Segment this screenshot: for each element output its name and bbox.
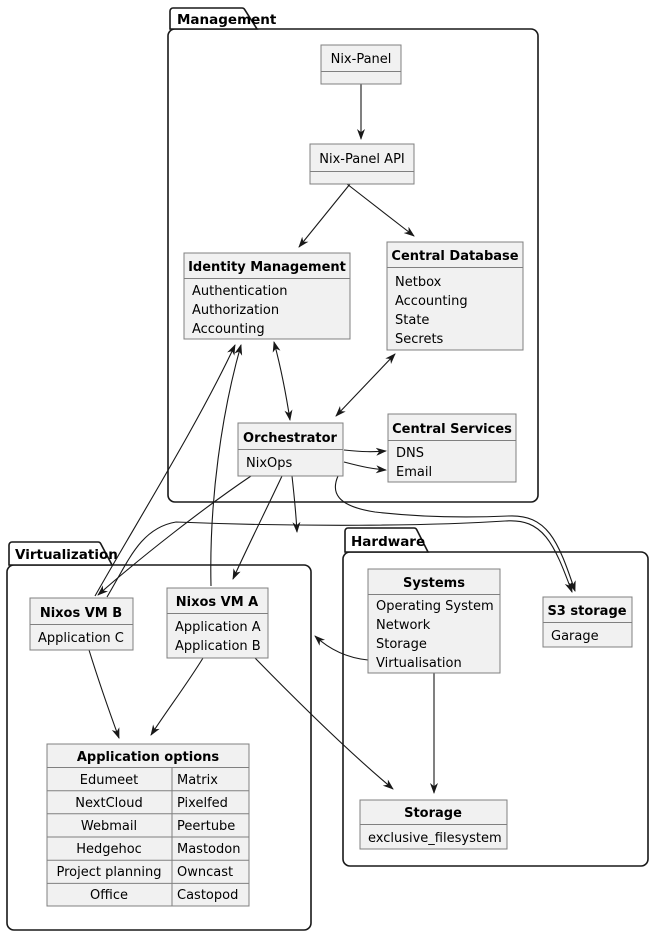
node-storage-title: Storage: [404, 806, 462, 821]
node-central-services-title: Central Services: [392, 422, 512, 437]
orchestrator-row: NixOps: [246, 456, 293, 471]
edge-nixos-vm-b-to-application-options: [88, 649, 120, 739]
central-services-row: Email: [396, 465, 432, 480]
systems-row: Network: [376, 618, 431, 633]
package-management: Management: [167, 7, 539, 503]
nixos-vm-b-row: Application C: [38, 631, 124, 646]
node-nixos-vm-b: Nixos VM B Application C: [29, 597, 134, 651]
node-central-services-box: [387, 413, 517, 483]
edge-nixos-vm-a-to-identity-management: [210, 344, 243, 587]
application-options-cell: Webmail: [81, 819, 137, 834]
nixos-vm-a-row: Application B: [175, 639, 261, 654]
storage-row: exclusive_filesystem: [368, 831, 502, 846]
identity-management-row: Authorization: [192, 303, 279, 318]
application-options-cell: Mastodon: [177, 842, 240, 857]
package-management-label: Management: [177, 12, 277, 28]
node-systems-title: Systems: [403, 576, 465, 591]
node-s3-storage: S3 storage Garage: [542, 596, 633, 648]
edge-orchestrator-to-virtualization-package: [291, 475, 301, 533]
application-options-cell: Peertube: [177, 819, 235, 834]
application-options-cell: Owncast: [177, 865, 233, 880]
node-nix-panel-title: Nix-Panel: [331, 52, 392, 67]
node-s3-storage-title: S3 storage: [547, 604, 626, 619]
node-identity-management-box: [183, 252, 351, 340]
edge-orchestrator-to-email: [343, 461, 387, 474]
edge-nixos-vm-b-to-identity-management: [94, 344, 236, 597]
edge-central-database-orchestrator: [335, 353, 396, 417]
edge-orchestrator-to-dns: [343, 447, 387, 456]
node-application-options-title: Application options: [77, 750, 220, 765]
application-options-cell: Office: [90, 888, 128, 903]
package-management-body: [167, 28, 539, 503]
s3-storage-row: Garage: [551, 629, 599, 644]
node-nixos-vm-a: Nixos VM A Application A Application B: [166, 587, 269, 659]
edge-nixos-vm-a-to-storage: [254, 657, 394, 790]
node-nix-panel-api-title: Nix-Panel API: [319, 152, 405, 167]
edge-nix-panel-api-to-identity-management: [298, 183, 351, 248]
node-nixos-vm-a-box: [166, 587, 269, 659]
package-virtualization-tab: [8, 541, 114, 566]
node-nix-panel-box: [320, 44, 402, 85]
node-application-options-box: [46, 743, 250, 907]
systems-row: Operating System: [376, 599, 494, 614]
central-database-row: Secrets: [395, 332, 444, 347]
node-central-database-title: Central Database: [391, 249, 518, 264]
node-central-database: Central Database Netbox Accounting State…: [386, 241, 524, 351]
node-nixos-vm-b-title: Nixos VM B: [40, 606, 122, 621]
application-options-cell: Pixelfed: [177, 796, 228, 811]
node-storage: Storage exclusive_filesystem: [359, 799, 508, 850]
node-identity-management: Identity Management Authentication Autho…: [183, 252, 351, 340]
node-systems-box: [367, 568, 501, 674]
node-central-database-box: [386, 241, 524, 351]
node-identity-management-title: Identity Management: [188, 260, 346, 275]
application-options-cell: Edumeet: [80, 773, 138, 788]
systems-row: Storage: [376, 637, 427, 652]
edge-nix-panel-api-to-central-database: [346, 183, 415, 237]
edge-orchestrator-to-nixos-vm-b: [97, 475, 252, 596]
central-database-row: Netbox: [395, 275, 442, 290]
central-services-row: DNS: [396, 446, 424, 461]
application-options-cell: Hedgehoc: [76, 842, 142, 857]
identity-management-row: Accounting: [192, 322, 265, 337]
identity-management-row: Authentication: [192, 284, 287, 299]
application-options-cell: NextCloud: [75, 796, 142, 811]
nixos-vm-a-row: Application A: [175, 620, 261, 635]
edge-systems-to-virtualization-package: [314, 635, 369, 661]
package-hardware-tab: [344, 527, 430, 553]
central-database-row: State: [395, 313, 429, 328]
application-options-cell: Castopod: [177, 888, 238, 903]
edge-identity-management-orchestrator: [272, 341, 293, 421]
node-nix-panel: Nix-Panel: [320, 44, 402, 85]
node-central-services: Central Services DNS Email: [387, 413, 517, 483]
node-orchestrator-title: Orchestrator: [243, 431, 338, 446]
edge-orchestrator-to-nixos-vm-a: [232, 475, 283, 580]
central-database-row: Accounting: [395, 294, 468, 309]
package-virtualization-label: Virtualization: [15, 547, 118, 563]
edge-orchestrator-to-s3-storage: [334, 475, 576, 592]
package-management-tab: [169, 7, 259, 30]
application-options-cell: Matrix: [177, 773, 218, 788]
edge-nixos-vm-b-to-s3-storage: [106, 520, 573, 598]
node-nixos-vm-a-title: Nixos VM A: [176, 595, 259, 610]
package-hardware-label: Hardware: [351, 534, 425, 550]
application-options-cell: Project planning: [56, 865, 161, 880]
node-orchestrator: Orchestrator NixOps: [237, 422, 344, 477]
node-nix-panel-api: Nix-Panel API: [309, 143, 415, 185]
systems-row: Virtualisation: [376, 656, 462, 671]
node-nix-panel-api-box: [309, 143, 415, 185]
node-application-options: Application options Edumeet Matrix NextC…: [46, 743, 250, 907]
edges: [88, 84, 576, 794]
node-systems: Systems Operating System Network Storage…: [367, 568, 501, 674]
edge-nixos-vm-a-to-application-options: [150, 657, 204, 736]
